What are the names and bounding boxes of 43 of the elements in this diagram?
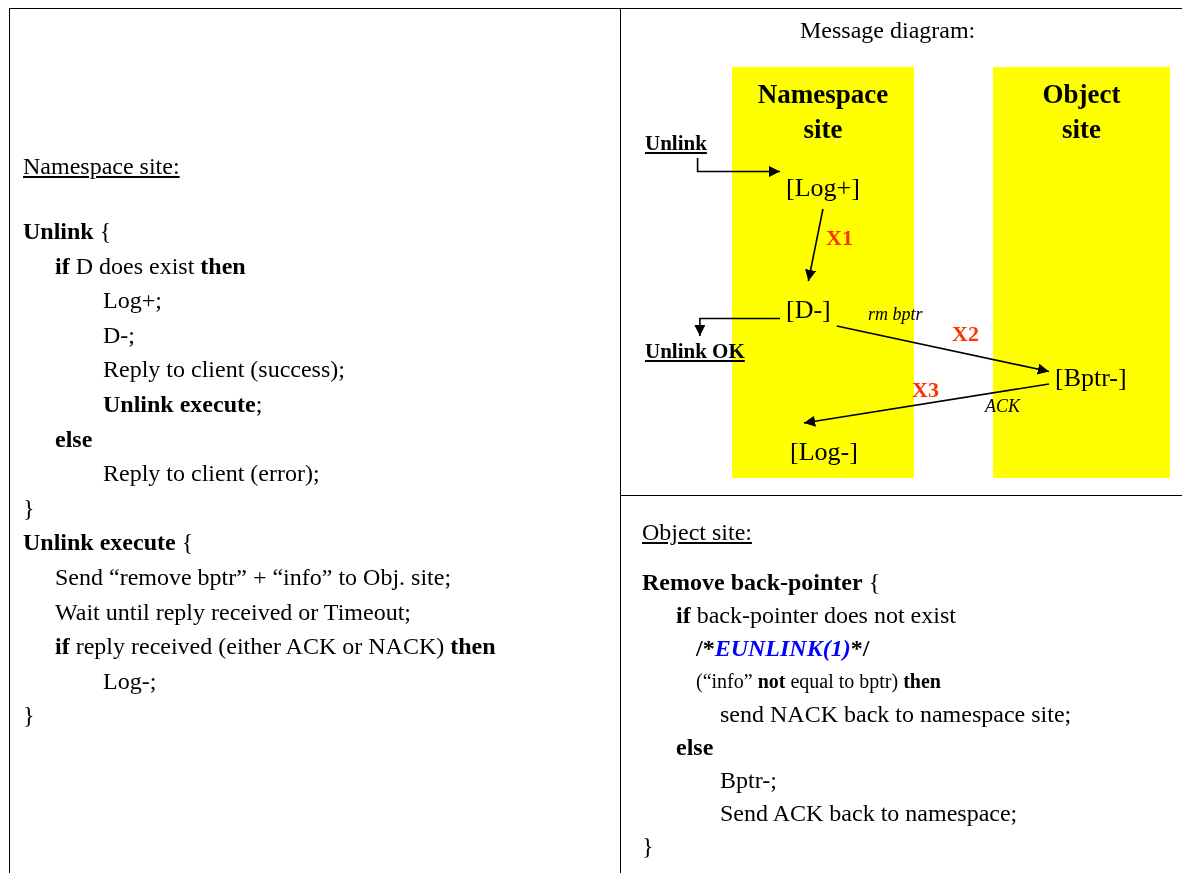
code-line: else xyxy=(676,733,714,761)
code-line: Remove back-pointer { xyxy=(642,568,881,596)
code-line: Unlink { xyxy=(23,217,112,245)
state-label: [Log+] xyxy=(780,159,866,209)
code-line: Unlink execute; xyxy=(103,390,263,418)
message-label: Unlink xyxy=(645,128,707,158)
step-label: X1 xyxy=(826,226,853,250)
state-label: [Bptr-] xyxy=(1049,349,1133,399)
code-line: if reply received (either ACK or NACK) then xyxy=(55,632,496,660)
comment-delimiter: /* xyxy=(696,634,715,662)
code-line: Send ACK back to namespace; xyxy=(720,799,1018,827)
state-label: [D-] xyxy=(780,281,837,331)
code-line: } xyxy=(642,832,654,860)
code-line: } xyxy=(23,701,35,729)
arrow xyxy=(803,383,1050,427)
arrow xyxy=(696,157,781,178)
code-line: Reply to client (success); xyxy=(103,355,345,383)
error-code: EUNLINK(1) xyxy=(714,634,851,662)
state-label: [Log-] xyxy=(784,423,864,473)
code-line: else xyxy=(55,425,93,453)
arrow xyxy=(805,208,824,282)
code-line: send NACK back to namespace site; xyxy=(720,700,1072,728)
section-heading: Object site: xyxy=(642,518,752,546)
code-line: } xyxy=(23,494,35,522)
arrow xyxy=(835,325,1050,375)
code-line: if back-pointer does not exist xyxy=(676,601,956,629)
section-heading: Namespace site: xyxy=(23,152,180,180)
code-line: Send “remove bptr” + “info” to Obj. site; xyxy=(55,563,452,591)
diagram-title: Message diagram: xyxy=(800,16,976,44)
code-line: if D does exist then xyxy=(55,252,246,280)
code-line: Reply to client (error); xyxy=(103,459,320,487)
code-line: Wait until reply received or Timeout; xyxy=(55,598,411,626)
code-line: Log-; xyxy=(103,667,157,695)
step-label: X2 xyxy=(952,322,979,346)
arrow xyxy=(694,317,781,337)
lane-heading: Namespace site xyxy=(757,78,889,146)
code-line: Bptr-; xyxy=(720,766,777,794)
code-line: D-; xyxy=(103,321,135,349)
comment-delimiter: */ xyxy=(850,634,870,662)
code-line: Log+; xyxy=(103,286,162,314)
code-line: (“info” not equal to bptr) then xyxy=(696,669,941,695)
code-line: Unlink execute { xyxy=(23,528,194,556)
lane-heading: Object site xyxy=(1042,78,1121,146)
